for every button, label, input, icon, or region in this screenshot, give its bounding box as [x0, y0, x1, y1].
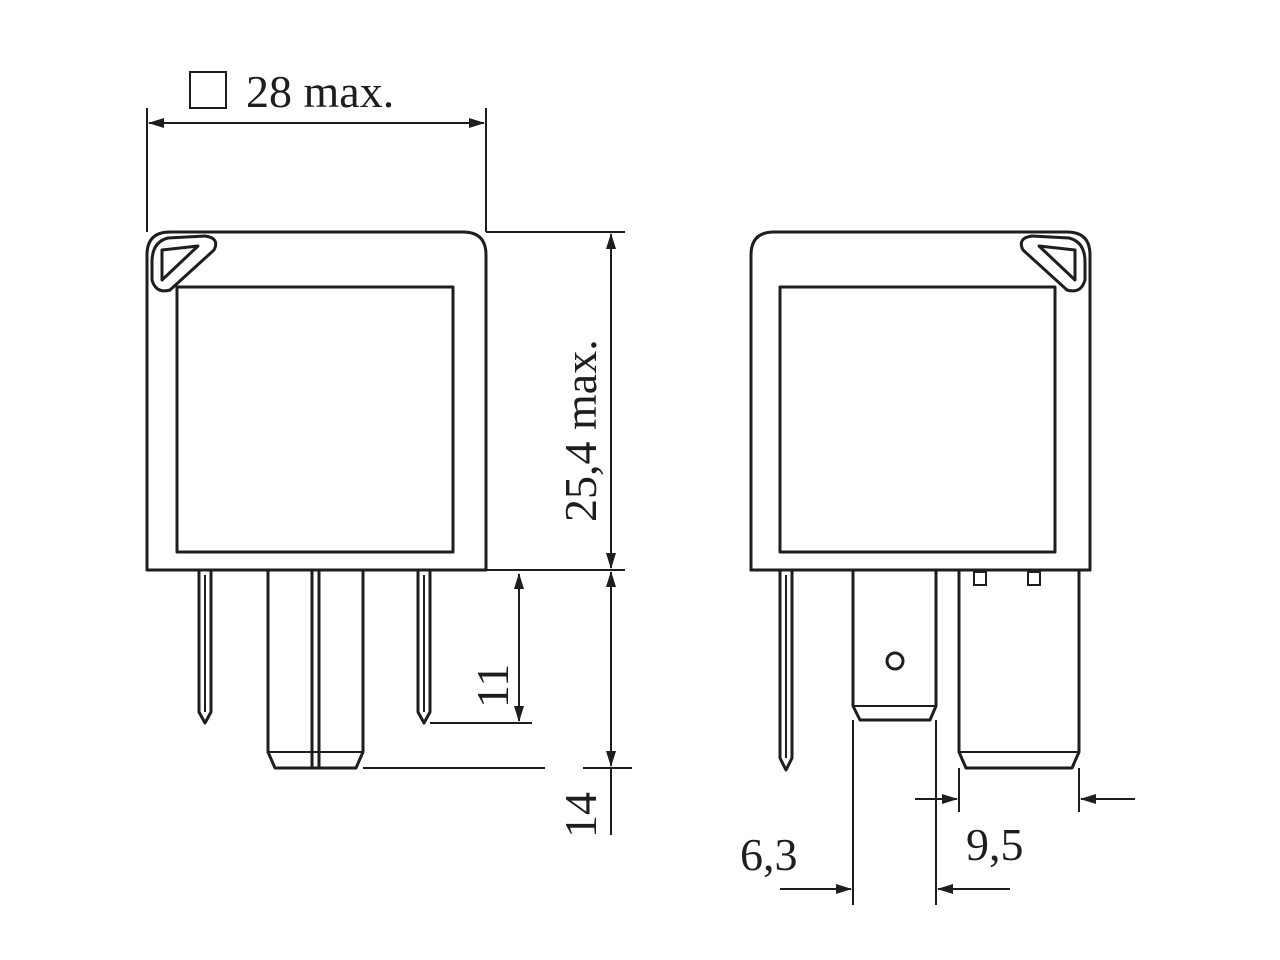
dim-pin-long-label: 14	[555, 792, 606, 838]
right-view	[749, 230, 1092, 772]
dim-height-label: 25,4 max.	[555, 339, 606, 522]
left-housing-outline	[145, 230, 488, 572]
right-tab-6-3	[851, 568, 938, 722]
dim-height: 25,4 max.	[486, 231, 625, 571]
right-housing-outline	[749, 230, 1092, 572]
right-housing-face	[778, 285, 1057, 554]
tab-hole	[885, 651, 905, 671]
dim-pin-short-label: 11	[467, 664, 518, 708]
dim-tab-9-5: 9,5	[915, 768, 1135, 870]
dim-width: 28 max.	[146, 66, 487, 232]
right-tab-9-5	[957, 568, 1081, 770]
dim-pin-long: 14	[363, 571, 632, 838]
dim-pin-short: 11	[430, 573, 532, 724]
left-housing-face	[175, 285, 455, 554]
left-corner-notch	[150, 234, 218, 293]
dim-tab-6-3-label: 6,3	[740, 829, 798, 880]
right-corner-notch	[1019, 234, 1087, 293]
right-thin-pin	[778, 568, 794, 772]
dim-tab-9-5-label: 9,5	[966, 819, 1024, 870]
left-thin-pin-1	[197, 568, 213, 725]
left-view	[145, 230, 488, 770]
square-symbol	[189, 71, 227, 109]
left-thin-pin-2	[416, 568, 432, 725]
dim-width-label: 28 max.	[246, 66, 394, 117]
left-center-tab	[266, 568, 365, 770]
dim-tab-6-3: 6,3	[740, 720, 1010, 905]
